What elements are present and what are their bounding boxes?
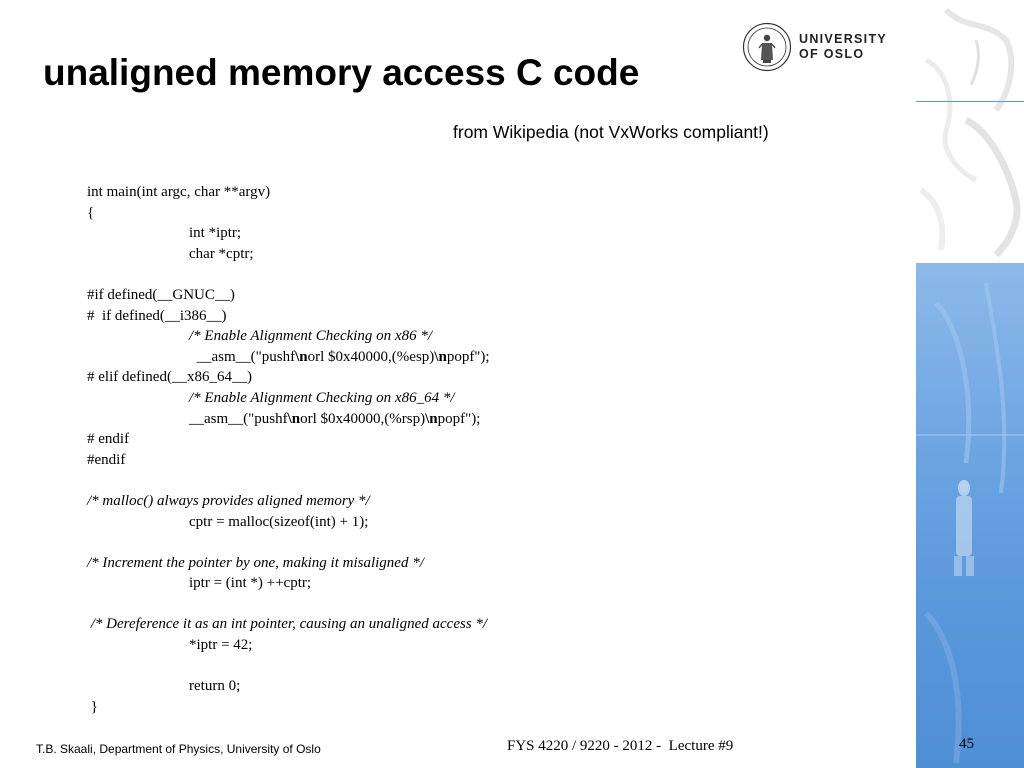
code-line-blank (87, 264, 687, 285)
code-line: #if defined(__GNUC__) (87, 286, 235, 303)
code-fragment: orl $0x40000,(%esp) (307, 348, 435, 365)
code-line: int *iptr; (189, 225, 242, 242)
university-seal-icon (742, 22, 792, 72)
code-line: # if defined(__i386__) (87, 307, 227, 324)
code-line: # elif defined(__x86_64__) (87, 369, 252, 386)
slide-title: unaligned memory access C code (43, 52, 640, 93)
code-fragment: __asm__("pushf (189, 348, 296, 365)
code-line-blank (87, 470, 687, 491)
code-line-blank (87, 594, 687, 615)
footer-author: T.B. Skaali, Department of Physics, Univ… (36, 742, 321, 756)
side-blue-area (916, 263, 1024, 768)
code-fragment-bold: \n (295, 348, 308, 365)
code-comment: /* Dereference it as an int pointer, cau… (87, 616, 488, 633)
logo-line-2: OF OSLO (799, 47, 865, 61)
code-fragment: orl $0x40000,(%rsp) (300, 410, 426, 427)
code-line: # endif (87, 431, 130, 448)
code-line: __asm__("pushf\norl $0x40000,(%esp)\npop… (87, 347, 687, 368)
code-comment: /* malloc() always provides aligned memo… (87, 492, 370, 509)
footer-course: FYS 4220 / 9220 - 2012 - Lecture #9 (507, 738, 734, 754)
sculpture-sketch-icon (916, 0, 1024, 263)
code-fragment-bold: \n (434, 348, 447, 365)
code-fragment: __asm__("pushf (189, 410, 288, 427)
panel-divider-line (916, 101, 1024, 102)
code-line: { (87, 204, 95, 221)
code-line-blank (87, 656, 687, 677)
code-comment: /* Enable Alignment Checking on x86_64 *… (189, 389, 455, 406)
code-fragment-bold: \n (425, 410, 438, 427)
code-comment: /* Increment the pointer by one, making … (87, 554, 424, 571)
faded-statue-icon (916, 282, 1024, 764)
logo-line-1: UNIVERSITY (799, 32, 888, 46)
code-line: } (87, 698, 98, 715)
code-fragment-bold: \n (287, 410, 301, 427)
code-line: return 0; (189, 678, 241, 695)
code-comment: /* Enable Alignment Checking on x86 */ (189, 328, 433, 345)
side-decoration-panel (916, 0, 1024, 768)
code-line: cptr = malloc(sizeof(int) + 1); (189, 513, 369, 530)
code-line: iptr = (int *) ++cptr; (189, 575, 312, 592)
code-line-blank (87, 532, 687, 553)
code-block: int main(int argc, char **argv) { int *i… (87, 182, 687, 717)
code-fragment: popf"); (437, 410, 481, 427)
university-logo: UNIVERSITY OF OSLO (742, 22, 902, 74)
code-line: char *cptr; (189, 245, 254, 262)
side-sketch-area (916, 0, 1024, 263)
code-fragment: popf"); (446, 348, 490, 365)
code-line: __asm__("pushf\norl $0x40000,(%rsp)\npop… (87, 409, 687, 430)
code-line: int main(int argc, char **argv) (87, 184, 271, 200)
slide-subtitle: from Wikipedia (not VxWorks compliant!) (453, 122, 769, 142)
code-line: #endif (87, 451, 126, 468)
logo-text: UNIVERSITY OF OSLO (799, 32, 887, 62)
code-line: *iptr = 42; (189, 637, 253, 654)
page-number: 45 (959, 736, 974, 752)
